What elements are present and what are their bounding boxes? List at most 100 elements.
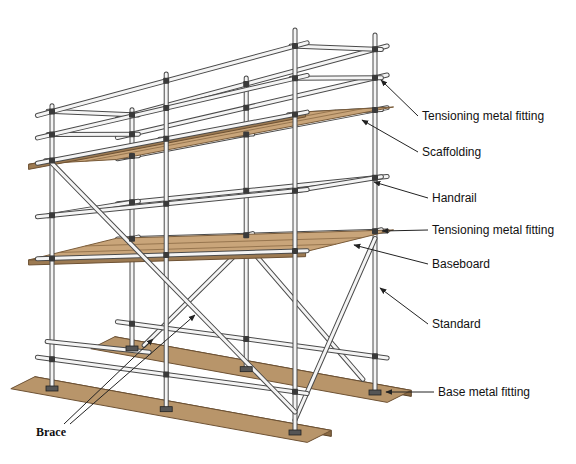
pipe-body: [117, 322, 387, 358]
clamp-fitting: [129, 112, 135, 118]
clamp-fitting: [49, 255, 55, 261]
clamp-fitting: [129, 131, 135, 137]
base-fitting: [240, 367, 252, 372]
pipe-outline: [373, 35, 378, 392]
part-label: Baseboard: [432, 256, 490, 272]
leader-line: [362, 120, 418, 152]
pipe-outline: [37, 112, 307, 163]
pipe-outline: [47, 341, 149, 352]
part-label: Tensioning metal fitting: [422, 108, 544, 124]
pipe-body: [117, 177, 387, 204]
ground-plank: [11, 377, 331, 443]
pipe-body: [165, 74, 168, 409]
clamp-fitting: [243, 81, 249, 87]
pipe-outline: [117, 322, 387, 358]
clamp-fitting: [49, 132, 55, 138]
part-label: Scaffolding: [422, 144, 481, 160]
clamp-fitting: [292, 188, 298, 194]
pipe-body: [37, 112, 307, 163]
pipe-outline: [50, 106, 55, 388]
part-label: Tensioning metal fitting: [432, 222, 554, 238]
clamp-fitting: [129, 153, 135, 159]
scaffold-drawing: [11, 30, 411, 442]
clamp-fitting: [49, 109, 55, 115]
brace-pipe: [52, 163, 295, 412]
pipe-body: [51, 106, 54, 388]
clamp-fitting: [292, 389, 298, 395]
clamp-fitting: [292, 111, 298, 117]
leader-line: [381, 80, 418, 116]
clamp-fitting: [163, 201, 169, 207]
clamp-fitting: [163, 136, 169, 142]
clamp-fitting: [49, 212, 55, 218]
clamp-fitting: [163, 252, 169, 258]
pipe-body: [48, 111, 138, 115]
handrail-pipe: [48, 111, 138, 115]
part-label: Handrail: [432, 190, 477, 206]
ledger-pipe: [37, 190, 307, 217]
clamp-fitting: [372, 75, 378, 81]
ledger-pipe: [37, 357, 307, 393]
standard-pipe: [295, 30, 296, 432]
clamp-fitting: [129, 321, 135, 327]
pipe-outline: [117, 177, 387, 204]
handrail-pipe: [291, 46, 381, 50]
pipe-outline: [37, 357, 307, 393]
clamp-fitting: [292, 43, 298, 49]
leader-line: [380, 288, 428, 324]
leader-line: [386, 392, 434, 393]
pipe-outline: [293, 30, 298, 432]
clamp-fitting: [243, 336, 249, 342]
clamp-fitting: [129, 199, 135, 205]
leader-line: [70, 315, 195, 424]
pipe-outline: [48, 111, 138, 115]
clamp-fitting: [372, 107, 378, 113]
base-fitting: [46, 386, 58, 391]
clamp-fitting: [372, 228, 378, 234]
base-fitting: [289, 430, 301, 435]
clamp-fitting: [163, 372, 169, 378]
pipe-body: [52, 163, 295, 412]
platform-board: [29, 230, 394, 260]
base-fitting: [160, 407, 172, 412]
base-fitting: [369, 390, 381, 395]
clamp-fitting: [163, 105, 169, 111]
clamp-fitting: [372, 175, 378, 181]
clamp-fitting: [243, 188, 249, 194]
pipe-body: [37, 43, 307, 116]
pipe-outline: [37, 251, 307, 259]
pipe-outline: [52, 163, 295, 412]
standard-pipe: [166, 74, 167, 409]
pipe-body: [47, 341, 149, 352]
standard-pipe: [52, 106, 53, 388]
platform-board: [29, 107, 394, 164]
short-pipe: [47, 341, 149, 352]
leader-lines: [64, 80, 434, 424]
clamp-fitting: [243, 131, 249, 137]
ledger-pipe: [37, 43, 307, 116]
part-label: Brace: [36, 424, 66, 440]
part-label: Standard: [432, 316, 481, 332]
standard-pipe: [375, 35, 376, 392]
clamp-fitting: [372, 46, 378, 52]
clamp-fitting: [129, 236, 135, 242]
leader-line: [374, 182, 428, 198]
leader-line: [64, 339, 153, 424]
ledger-pipe: [117, 322, 387, 358]
ledger-pipe: [37, 251, 307, 259]
part-label: Base metal fitting: [438, 384, 530, 400]
clamp-fitting: [292, 248, 298, 254]
pipe-outline: [291, 46, 381, 50]
pipe-body: [37, 357, 307, 393]
base-fitting: [126, 346, 138, 351]
clamp-fitting: [243, 105, 249, 111]
pipe-outline: [37, 43, 307, 116]
pipe-body: [291, 46, 381, 50]
pipe-outline: [37, 190, 307, 217]
leader-line: [354, 245, 428, 264]
ledger-pipe: [117, 177, 387, 204]
clamp-fitting: [49, 356, 55, 362]
pipe-body: [37, 190, 307, 217]
